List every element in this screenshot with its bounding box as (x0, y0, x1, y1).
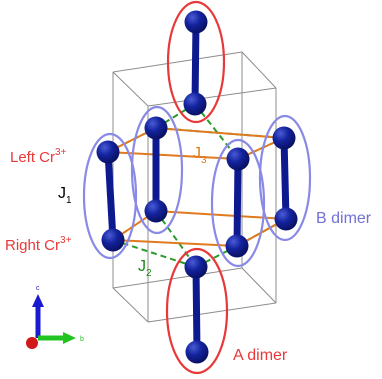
a-dimer-ring-top (166, 0, 226, 124)
cr-atom (272, 126, 296, 150)
b-dimer-rings (82, 105, 312, 268)
j2-bond (155, 103, 196, 129)
axis-a-label: a (22, 342, 26, 348)
j3-bond (112, 239, 238, 247)
b-dimer-ring (82, 132, 138, 260)
axis-b-arrowhead (63, 332, 76, 344)
right-cr-label: Right Cr3+ (5, 235, 72, 254)
j3-bond (107, 151, 239, 160)
b-dimer-ring (210, 138, 266, 268)
b-dimer-left-bond (104, 148, 117, 244)
cell-edge (112, 71, 149, 107)
axis-triad: c b a (22, 285, 84, 349)
cr-atom (184, 10, 208, 34)
b-dimer-label: B dimer (316, 210, 372, 227)
cr-atom (274, 207, 298, 231)
j2-bond (195, 245, 238, 268)
cr-atom (96, 140, 120, 164)
cr-atom (184, 255, 208, 279)
b-dimer-ring (130, 105, 184, 235)
b-dimer-ring (258, 114, 312, 242)
cell-edge (241, 51, 277, 89)
j3-label: J3 (193, 145, 207, 166)
cr-atom (225, 234, 249, 258)
b-dimer-inner-right-bond (233, 155, 242, 250)
cell-edge (241, 267, 277, 304)
cr-atoms (96, 10, 298, 364)
j3-label-base: J (193, 145, 201, 162)
cr-atom (183, 92, 207, 116)
cell-edge (147, 87, 277, 107)
a-dimer-ring-bottom (165, 247, 229, 375)
j3-label-sub: 3 (201, 155, 207, 166)
cell-edge (112, 287, 149, 323)
axis-a-dot (26, 337, 38, 349)
j2-bond (194, 103, 239, 160)
axis-b-label: b (80, 336, 84, 343)
j1-label-base: J (58, 185, 66, 202)
j1-label-sub: 1 (66, 195, 72, 206)
a-dimer-label: A dimer (233, 347, 288, 364)
a-dimer-top-bond (191, 18, 200, 108)
b-dimer-right-bond (280, 134, 290, 223)
cr-atom (226, 147, 250, 171)
j2-label-base: J (138, 258, 146, 275)
cr-atom (144, 116, 168, 140)
cell-edge (147, 302, 277, 323)
j1-label: J1 (58, 185, 72, 206)
cr-atom (101, 228, 125, 252)
dimer-bonds (104, 18, 290, 356)
right-cr-label-base: Right Cr (5, 237, 60, 254)
cr-atom (144, 199, 168, 223)
left-cr-label: Left Cr3+ (10, 147, 67, 166)
axis-c-label: c (36, 285, 40, 292)
a-dimer-rings (165, 0, 229, 375)
j2-label: J2 (138, 258, 152, 279)
axis-c-arrowhead (32, 294, 44, 307)
right-cr-label-sup: 3+ (60, 235, 72, 246)
cr-atom (185, 340, 209, 364)
left-cr-label-base: Left Cr (10, 149, 55, 166)
cell-edge (112, 51, 243, 73)
left-cr-label-sup: 3+ (55, 147, 67, 158)
j2-label-sub: 2 (146, 268, 152, 279)
a-dimer-bottom-bond (192, 263, 201, 356)
